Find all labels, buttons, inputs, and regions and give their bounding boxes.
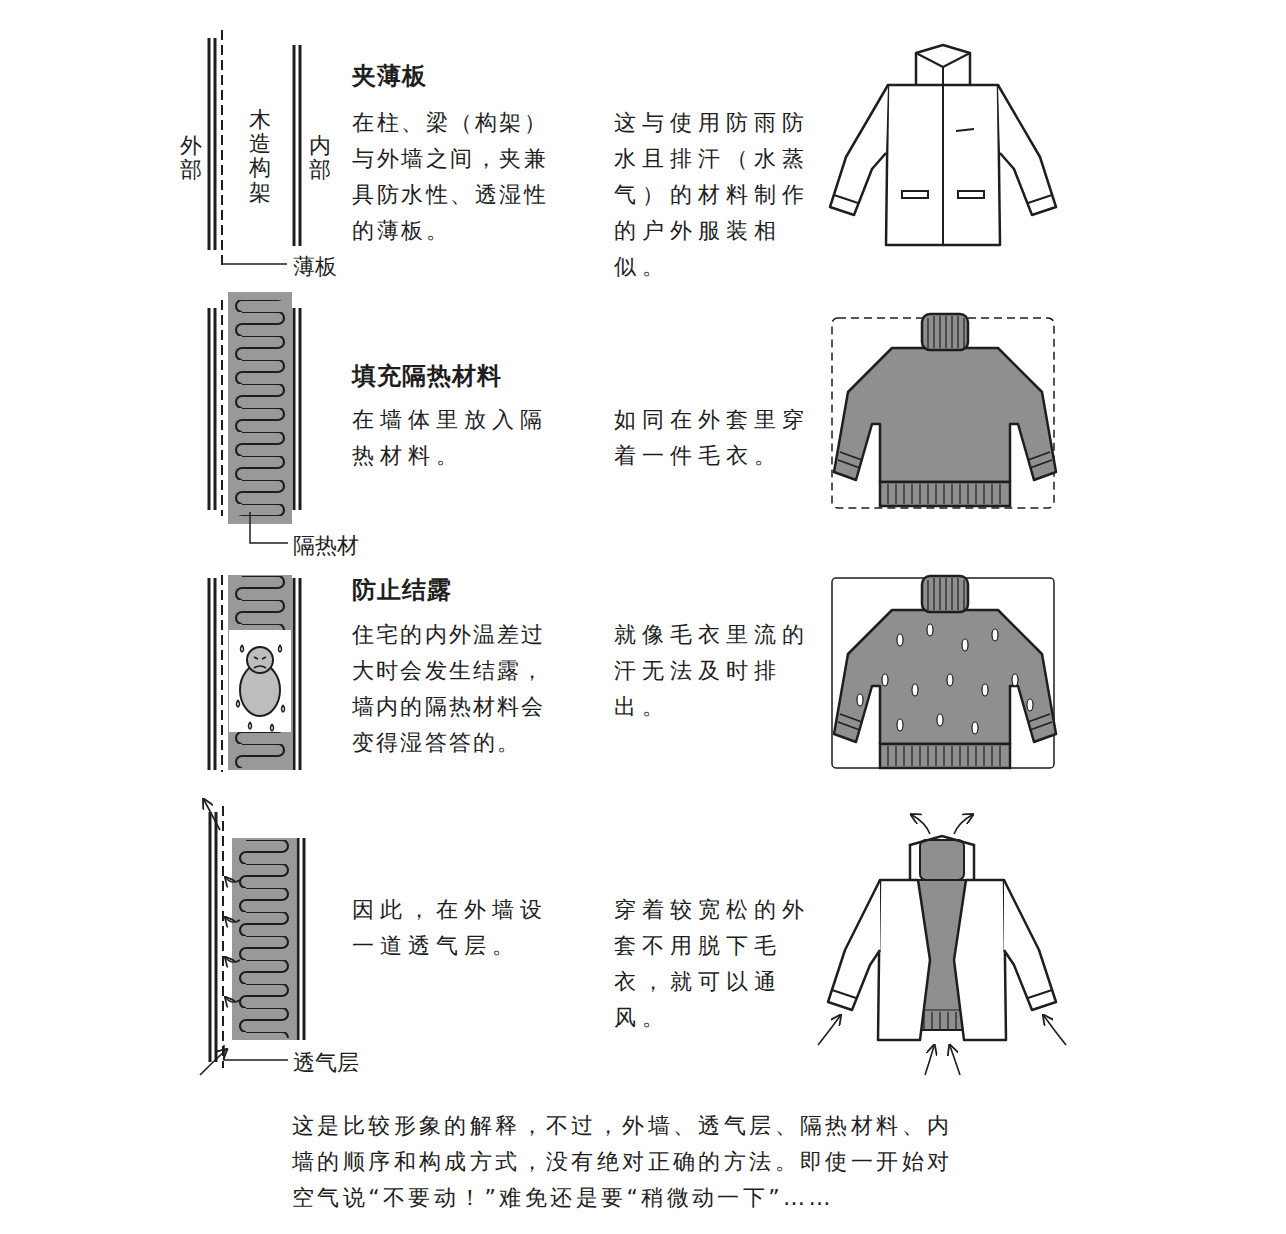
wall-section-insulation	[209, 292, 300, 543]
section-heading: 夹薄板	[352, 58, 592, 94]
analogy-text: 如同在外套里穿着一件毛衣。	[614, 402, 816, 474]
sweaty-sweater	[834, 576, 1056, 768]
description-text: 在墙体里放入隔热材料。	[352, 402, 554, 474]
part-label: 透气层	[293, 1045, 393, 1081]
analogy-text: 这与使用防雨防水且排汗（水蒸气）的材料制作的户外服装相似。	[614, 105, 816, 285]
wall-section-sheet	[209, 30, 300, 268]
side-label: 外部	[180, 134, 202, 182]
section-heading: 防止结露	[352, 572, 592, 608]
sweater	[834, 314, 1056, 506]
part-label: 木造构架	[249, 108, 271, 205]
outdoor-jacket	[830, 45, 1056, 245]
wall-section-condensation	[209, 575, 300, 772]
side-label: 内部	[309, 134, 331, 182]
analogy-text: 就像毛衣里流的汗无法及时排出。	[614, 617, 816, 725]
wall-section-ventilation	[200, 800, 304, 1075]
caption-text: 这是比较形象的解释，不过，外墙、透气层、隔热材料、内墙的顺序和构成方式，没有绝对…	[292, 1108, 956, 1216]
sweat-drops	[857, 624, 1033, 734]
part-label: 薄板	[293, 249, 373, 285]
part-label: 隔热材	[293, 528, 393, 564]
description-text: 因此，在外墙设一道透气层。	[352, 892, 554, 964]
open-jacket	[818, 815, 1066, 1075]
section-heading: 填充隔热材料	[352, 358, 592, 394]
analogy-text: 穿着较宽松的外套不用脱下毛衣，就可以通风。	[614, 892, 816, 1036]
description-text: 住宅的内外温差过大时会发生结露，墙内的隔热材料会变得湿答答的。	[352, 617, 556, 761]
description-text: 在柱、梁（构架）与外墙之间，夹兼具防水性、透湿性的薄板。	[352, 105, 556, 249]
